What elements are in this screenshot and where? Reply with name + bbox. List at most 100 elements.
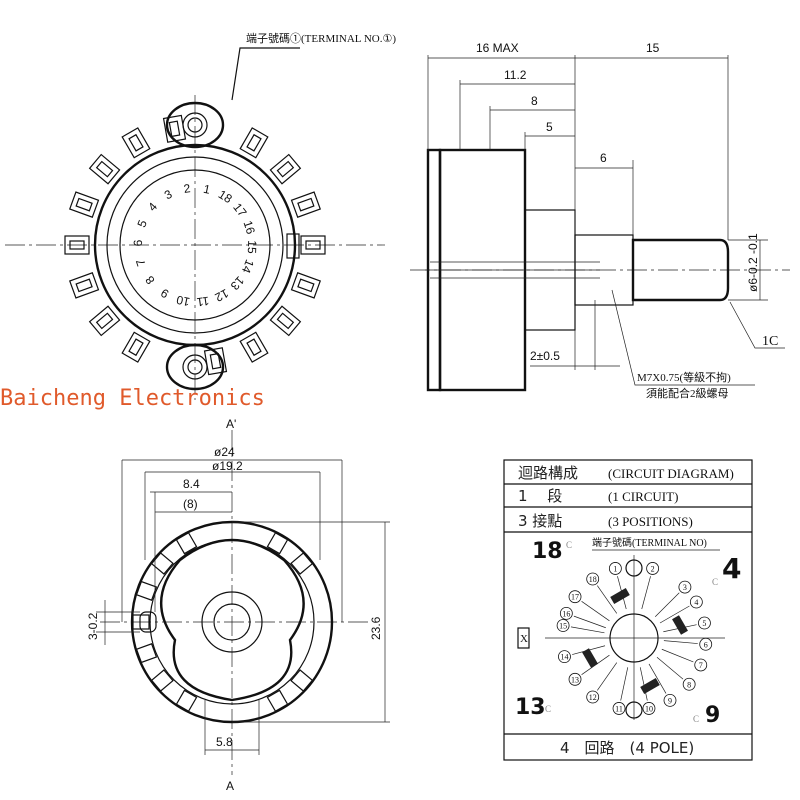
terminal-number: 1	[613, 564, 617, 573]
terminal-tab	[150, 669, 174, 692]
terminal-number: 14	[560, 653, 568, 662]
rear-view: A' A ø24 ø19.2 8.4 (8) 3-0.2 23.6 5.8	[86, 417, 390, 793]
terminal-tab	[175, 689, 198, 713]
wiper-contact	[672, 615, 688, 635]
callout-9: 9	[705, 703, 720, 728]
ring-number: 13	[227, 273, 247, 293]
terminal-number: 2	[651, 564, 655, 573]
terminal-circle	[698, 616, 711, 630]
contact-line	[661, 648, 694, 663]
terminal-tab	[290, 669, 314, 692]
terminal-tab	[68, 272, 100, 299]
terminal-tab	[64, 235, 90, 255]
terminal-circle	[558, 650, 571, 664]
terminal-number: 12	[589, 693, 597, 702]
terminal-circle	[559, 606, 573, 620]
dim-diameter-24: ø24	[214, 445, 235, 459]
dim-8: 8	[531, 94, 538, 108]
ring-number: 14	[239, 258, 257, 276]
row-positions-right: (3 POSITIONS)	[608, 514, 693, 529]
ring-number: 10	[175, 292, 191, 309]
ring-number: 18	[216, 187, 235, 206]
terminal-tab	[269, 153, 302, 185]
contact-line	[597, 662, 618, 691]
wiper-contact	[582, 648, 598, 668]
terminal-tab	[269, 305, 302, 337]
dim-5-8: 5.8	[216, 735, 233, 749]
dim-23-6: 23.6	[369, 616, 383, 640]
callout-4: 4	[722, 552, 741, 585]
circuit-table: 迴路構成 (CIRCUIT DIAGRAM) 1 段 (1 CIRCUIT) 3…	[503, 459, 753, 761]
section-a: A	[226, 779, 234, 793]
terminal-number: 17	[571, 593, 579, 602]
row-circuit-right: (1 CIRCUIT)	[608, 489, 678, 504]
terminal-tab	[266, 689, 289, 713]
table-footer: 4 回路 (4 POLE)	[560, 739, 694, 757]
terminal-tab	[121, 331, 151, 363]
dim-chamfer: 1C	[762, 334, 778, 349]
row-positions-left: 3 接點	[518, 512, 562, 530]
terminal-number: 5	[702, 619, 706, 628]
terminal-circle	[568, 672, 582, 686]
stop-mark: X	[520, 633, 528, 645]
terminal-circle	[586, 572, 600, 586]
dim-15: 15	[646, 41, 660, 55]
dim-5: 5	[546, 120, 553, 134]
side-view: 16 MAX 15 11.2 8 5 6 ø6-0.2 -0.1 1C 2±0.…	[410, 41, 790, 400]
ring-number: 17	[230, 200, 249, 219]
contact-line	[570, 626, 605, 634]
ring-number: 11	[195, 294, 210, 310]
nut-note: 須能配合2級螺母	[646, 386, 729, 400]
dim-shaft-diameter: ø6-0.2 -0.1	[746, 233, 760, 292]
terminal-circle	[689, 595, 703, 609]
dim-3: 3-0.2	[86, 612, 100, 640]
terminal-tab	[135, 643, 158, 664]
terminal-circle	[663, 693, 677, 707]
terminal-circle	[678, 580, 692, 594]
terminal-tab	[68, 191, 100, 218]
terminal-circle	[608, 562, 622, 575]
terminal-no-label: 端子號碼①(TERMINAL NO.①)	[246, 32, 396, 45]
terminal-tab	[162, 114, 187, 143]
terminal-tab	[132, 614, 150, 630]
ring-number: 2	[183, 181, 192, 196]
terminal-tab	[175, 531, 198, 555]
terminal-tab	[239, 127, 269, 159]
row-circuit-left: 1 段	[518, 487, 562, 505]
dim-16-max: 16 MAX	[476, 41, 519, 55]
contact-line	[656, 657, 684, 680]
common-mark-4: C	[712, 577, 718, 587]
terminal-tab	[290, 272, 322, 299]
terminal-tab	[88, 153, 121, 185]
ring-number: 8	[142, 273, 157, 287]
terminal-number: 8	[687, 680, 691, 689]
ring-number: 5	[134, 218, 150, 230]
dim-11-2: 11.2	[504, 68, 527, 82]
terminal-circle	[642, 702, 656, 715]
terminal-tab	[121, 127, 151, 159]
terminal-tab	[88, 305, 121, 337]
ring-number: 15	[245, 240, 259, 254]
terminal-number: 3	[683, 583, 687, 592]
terminal-number: 7	[699, 661, 703, 670]
dim-gap: 2±0.5	[530, 349, 560, 363]
dim-8-4: 8.4	[183, 477, 200, 491]
callout-18: 18	[532, 539, 563, 564]
wiper-contact	[610, 588, 630, 604]
terminal-circle	[586, 690, 600, 704]
terminal-circle	[699, 637, 713, 651]
contact-line	[620, 667, 629, 701]
contact-line	[639, 667, 648, 701]
contact-line	[659, 605, 690, 624]
terminal-number: 11	[615, 704, 623, 713]
terminal-tab	[290, 552, 314, 575]
ring-number: 7	[133, 257, 148, 268]
terminal-no-title: 端子號碼(TERMINAL NO)	[592, 536, 707, 549]
contact-line	[573, 615, 606, 629]
terminal-tab	[239, 331, 269, 363]
terminal-circle	[682, 677, 696, 691]
terminal-tab	[150, 552, 174, 575]
common-mark-9: C	[693, 714, 699, 724]
